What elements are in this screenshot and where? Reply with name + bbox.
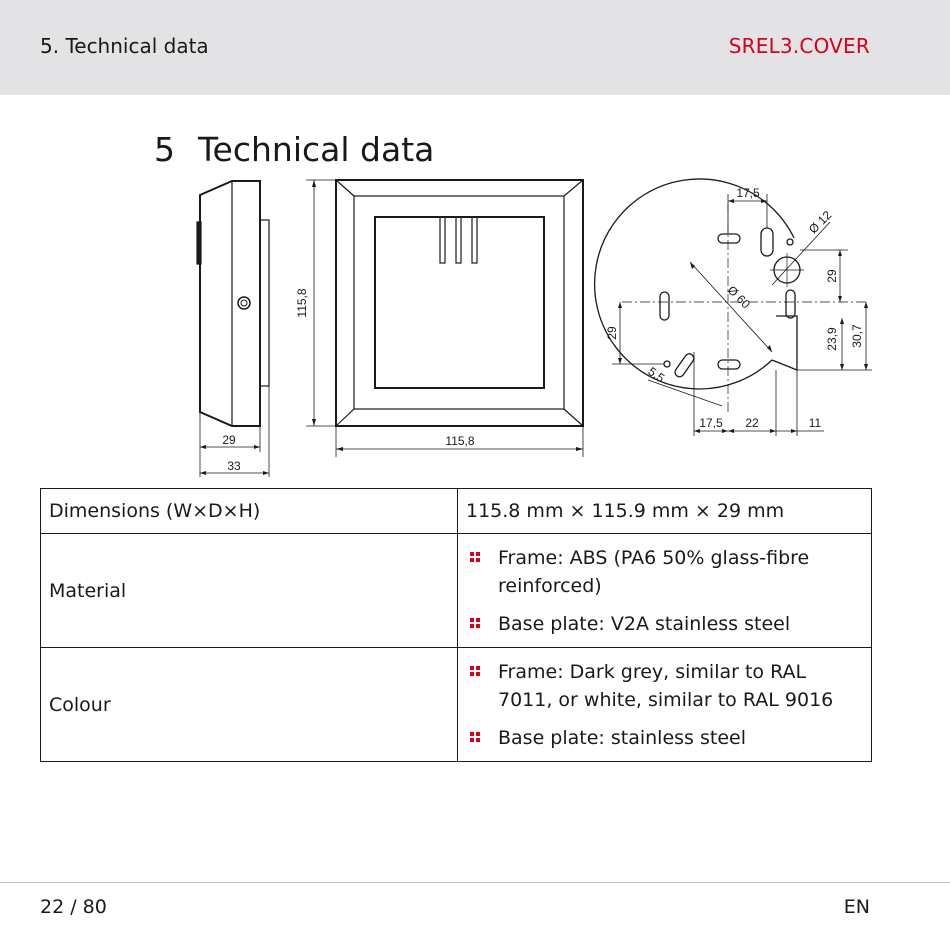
bullet-list: Frame: ABS (PA6 50% glass-fibre reinforc… bbox=[466, 544, 863, 638]
dim-front-height: 115,8 bbox=[295, 288, 309, 317]
page-header: 5. Technical data SREL3.COVER bbox=[0, 0, 950, 95]
table-value-cell: Frame: ABS (PA6 50% glass-fibre reinforc… bbox=[457, 533, 872, 648]
list-item-text: Frame: ABS (PA6 50% glass-fibre reinforc… bbox=[498, 546, 810, 597]
list-item-text: Frame: Dark grey, similar to RAL 7011, o… bbox=[498, 660, 834, 711]
side-view bbox=[196, 180, 270, 477]
bullet-square-icon bbox=[470, 551, 481, 563]
bullet-square-icon bbox=[470, 617, 481, 629]
page-number: 22 / 80 bbox=[40, 896, 107, 918]
footer-divider bbox=[0, 882, 950, 883]
front-view bbox=[306, 179, 584, 457]
dim-side-depth-outer: 33 bbox=[227, 459, 241, 473]
list-item: Frame: Dark grey, similar to RAL 7011, o… bbox=[466, 658, 863, 714]
bullet-list: Frame: Dark grey, similar to RAL 7011, o… bbox=[466, 658, 863, 752]
table-row: Material Frame: ABS (PA6 50% glass-fibre… bbox=[40, 533, 872, 648]
chapter-number: 5 bbox=[154, 130, 175, 169]
table-value-cell: Frame: Dark grey, similar to RAL 7011, o… bbox=[457, 647, 872, 762]
dim-plate-left-height: 29 bbox=[605, 326, 619, 340]
chapter-title: Technical data bbox=[198, 130, 435, 169]
language-code: EN bbox=[843, 896, 870, 918]
list-item: Base plate: stainless steel bbox=[466, 724, 863, 752]
dim-plate-right-b: 30,7 bbox=[850, 324, 864, 348]
dim-plate-right-upper: 29 bbox=[825, 269, 839, 283]
dim-plate-bottom-a: 17,5 bbox=[699, 416, 723, 430]
chapter-heading: 5 Technical data bbox=[154, 130, 434, 169]
list-item-text: Base plate: V2A stainless steel bbox=[498, 612, 791, 635]
dim-plate-top-offset: 17,5 bbox=[736, 186, 760, 200]
list-item: Base plate: V2A stainless steel bbox=[466, 610, 863, 638]
technical-drawing: 29 33 115,8 115,8 bbox=[196, 178, 872, 477]
bullet-square-icon bbox=[470, 665, 481, 677]
table-row: Dimensions (W×D×H) 115.8 mm × 115.9 mm ×… bbox=[40, 488, 872, 534]
base-plate-view bbox=[593, 178, 872, 436]
bullet-square-icon bbox=[470, 731, 481, 743]
table-label-cell: Dimensions (W×D×H) bbox=[40, 488, 458, 534]
table-label-cell: Material bbox=[40, 533, 458, 648]
dim-side-depth-inner: 29 bbox=[222, 433, 236, 447]
list-item: Frame: ABS (PA6 50% glass-fibre reinforc… bbox=[466, 544, 863, 600]
dim-front-width: 115,8 bbox=[445, 434, 474, 448]
dim-plate-hole-circle: Ø 60 bbox=[725, 283, 754, 312]
dim-plate-right-a: 23,9 bbox=[825, 327, 839, 351]
table-label-cell: Colour bbox=[40, 647, 458, 762]
header-section-title: 5. Technical data bbox=[40, 34, 209, 58]
dim-plate-bottom-b: 22 bbox=[745, 416, 759, 430]
table-value-cell: 115.8 mm × 115.9 mm × 29 mm bbox=[457, 488, 872, 534]
dim-plate-bottom-c: 11 bbox=[809, 416, 822, 430]
list-item-text: Base plate: stainless steel bbox=[498, 726, 746, 749]
header-product-name: SREL3.COVER bbox=[728, 34, 870, 58]
technical-data-table: Dimensions (W×D×H) 115.8 mm × 115.9 mm ×… bbox=[40, 488, 872, 762]
table-row: Colour Frame: Dark grey, similar to RAL … bbox=[40, 647, 872, 762]
